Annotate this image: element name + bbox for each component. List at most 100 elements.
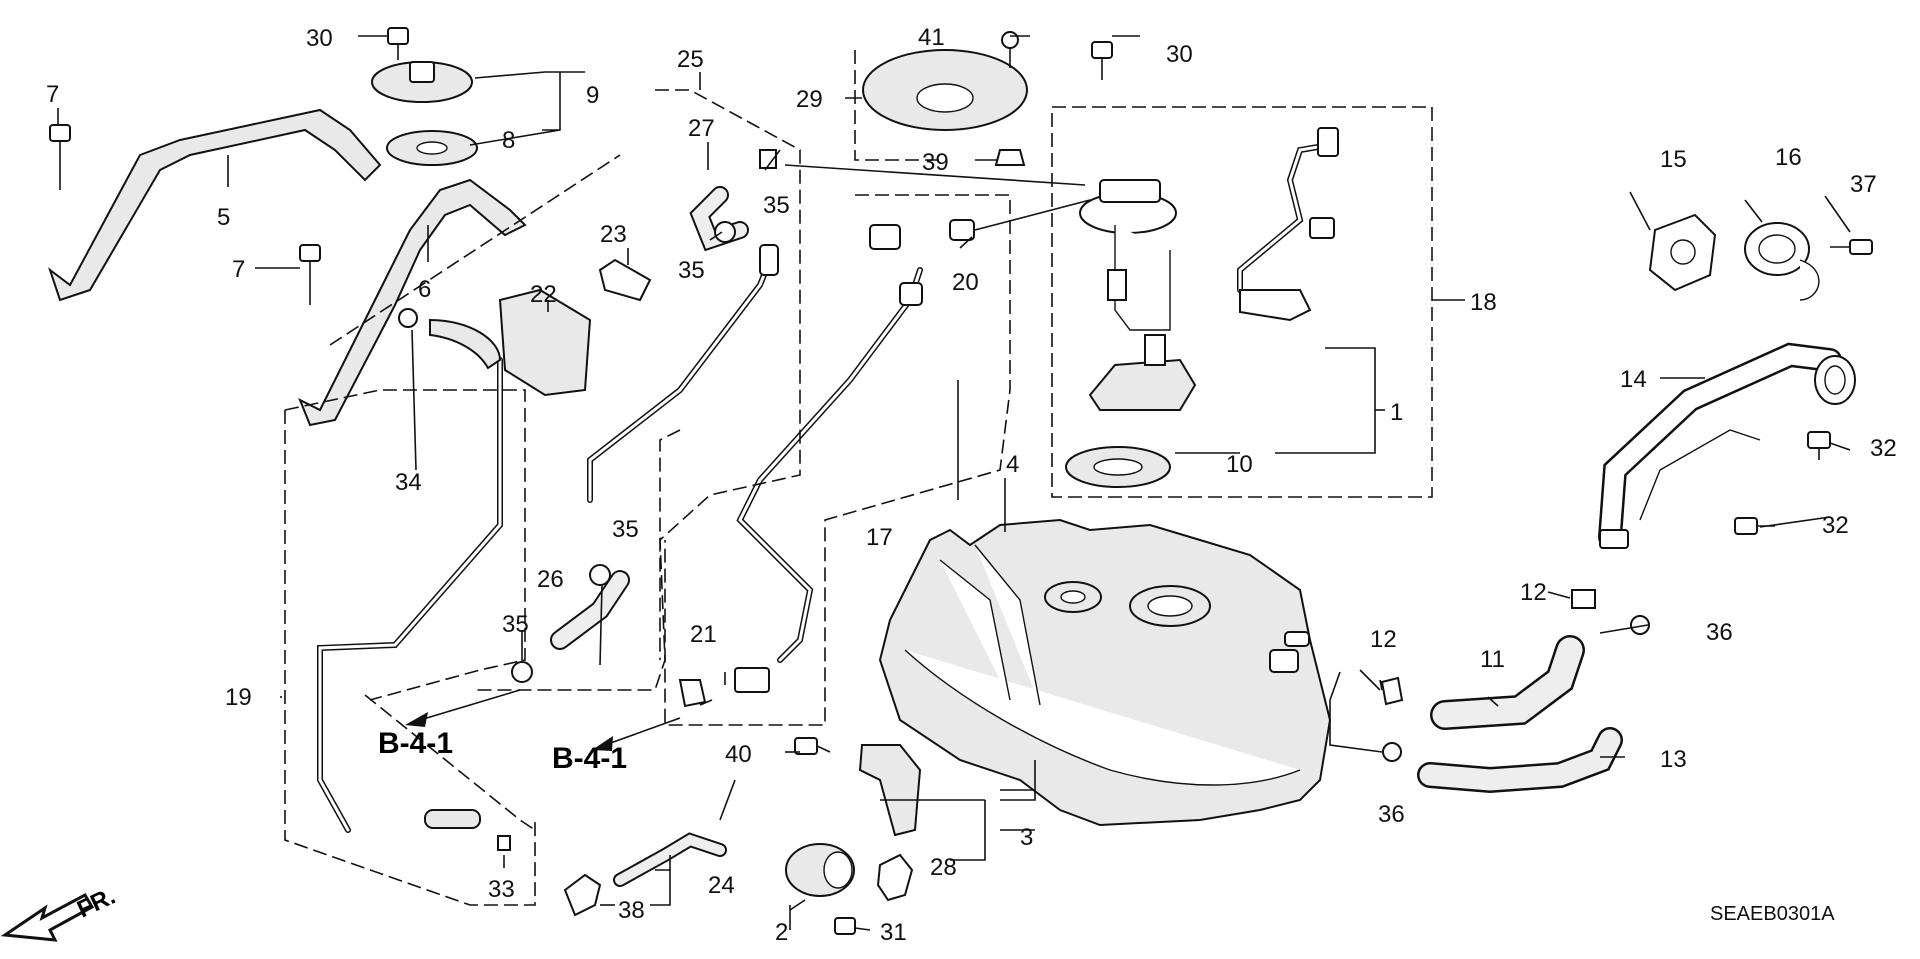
callout-7a: 7 — [46, 81, 59, 108]
bracket-3[interactable] — [858, 744, 922, 837]
clip-33-icon — [497, 835, 511, 851]
fuel-pump-cover-29[interactable] — [862, 49, 1028, 131]
callout-21: 21 — [690, 621, 717, 648]
callout-17: 17 — [866, 524, 893, 551]
callout-10: 10 — [1226, 451, 1253, 478]
callout-36a: 36 — [1706, 619, 1733, 646]
callout-8: 8 — [502, 127, 515, 154]
fuel-level-sender[interactable] — [1237, 127, 1339, 322]
fuel-tank-strap-5[interactable] — [48, 108, 382, 302]
callout-19: 19 — [225, 684, 252, 711]
callout-13: 13 — [1660, 746, 1687, 773]
callout-35b: 35 — [678, 257, 705, 284]
filler-lid-base[interactable] — [1648, 213, 1717, 292]
callout-29: 29 — [796, 86, 823, 113]
section-ref-b41-left: B-4-1 — [378, 727, 453, 760]
valve-28[interactable] — [876, 853, 914, 902]
callout-32b: 32 — [1822, 512, 1849, 539]
vent-tube-19[interactable] — [317, 318, 503, 833]
clip-36b-icon — [1382, 742, 1402, 762]
callout-31: 31 — [880, 919, 907, 946]
front-direction-label: FR. — [73, 883, 119, 924]
vent-pipe-17[interactable] — [734, 224, 923, 693]
callout-20: 20 — [952, 269, 979, 296]
callout-34: 34 — [395, 469, 422, 496]
section-ref-arrow-a — [405, 689, 521, 727]
hose-11[interactable] — [1430, 635, 1585, 730]
callout-7b: 7 — [232, 256, 245, 283]
callout-24: 24 — [708, 872, 735, 899]
bolt-32a-icon — [1807, 431, 1831, 460]
strap-mount-9[interactable] — [371, 61, 473, 103]
pump-packing-ring[interactable] — [1065, 446, 1171, 488]
bolt-7b-icon — [299, 244, 321, 305]
bolt-30b-icon — [1091, 41, 1113, 80]
bolt-30a-icon — [387, 27, 409, 60]
callout-39: 39 — [922, 149, 949, 176]
callout-28: 28 — [930, 854, 957, 881]
callout-33: 33 — [488, 876, 515, 903]
bracket-22[interactable] — [498, 288, 592, 397]
fuel-filler-cap[interactable] — [1744, 222, 1820, 301]
fuel-tank[interactable] — [878, 518, 1332, 827]
callout-32a: 32 — [1870, 435, 1897, 462]
group-frames — [284, 50, 1011, 906]
clip-12a-icon — [1380, 676, 1404, 706]
callout-18: 18 — [1470, 289, 1497, 316]
fuel-tank-strap-6[interactable] — [298, 178, 527, 427]
bolt-7a-icon — [49, 124, 71, 190]
callout-1: 1 — [1390, 399, 1403, 426]
callout-6: 6 — [418, 276, 431, 303]
callout-37: 37 — [1850, 171, 1877, 198]
callout-labels: 7 5 7 6 30 9 8 23 22 25 27 35 35 29 41 3… — [46, 24, 1897, 946]
clip-35a-icon — [759, 149, 777, 169]
bolt-40-icon — [794, 737, 831, 755]
clip-20-icon — [949, 219, 975, 241]
section-ref-b41-right: B-4-1 — [552, 742, 627, 775]
clip-39-icon — [994, 149, 1026, 166]
callout-12b: 12 — [1370, 626, 1397, 653]
hose-24[interactable] — [613, 832, 727, 887]
clip-35b-icon — [714, 221, 736, 243]
callout-38: 38 — [618, 897, 645, 924]
clip-35d-icon — [511, 661, 533, 683]
callout-35c: 35 — [612, 516, 639, 543]
hose-26[interactable] — [550, 570, 630, 650]
hose-13[interactable] — [1417, 727, 1623, 794]
callout-30b: 30 — [1166, 41, 1193, 68]
clip-21-icon — [678, 679, 707, 708]
callout-27: 27 — [688, 115, 715, 142]
callout-23: 23 — [600, 221, 627, 248]
callout-22: 22 — [530, 281, 557, 308]
leader-lines — [57, 35, 1851, 931]
connector-38[interactable] — [563, 873, 602, 917]
callout-15: 15 — [1660, 146, 1687, 173]
front-direction-arrow-icon — [0, 892, 95, 942]
callout-16: 16 — [1775, 144, 1802, 171]
fuel-pump-module[interactable] — [1079, 179, 1197, 411]
clip-34-icon — [398, 308, 418, 328]
vent-pipe-25[interactable] — [587, 244, 779, 503]
fuel-filler-neck[interactable] — [1598, 342, 1856, 549]
callout-9: 9 — [586, 82, 599, 109]
strap-mount-8[interactable] — [386, 130, 478, 166]
callout-2: 2 — [775, 919, 788, 946]
callout-5: 5 — [217, 204, 230, 231]
diagram-code: SEAEB0301A — [1710, 903, 1835, 925]
canister-2[interactable] — [785, 843, 855, 897]
bolt-37-icon — [1830, 239, 1873, 255]
callout-41: 41 — [918, 24, 945, 51]
clip-35c-icon — [589, 564, 611, 586]
callout-30a: 30 — [306, 25, 333, 52]
clip-23[interactable] — [598, 258, 652, 302]
callout-36b: 36 — [1378, 801, 1405, 828]
bolt-31-icon — [834, 917, 856, 935]
callout-40: 40 — [725, 741, 752, 768]
callout-25: 25 — [677, 46, 704, 73]
fuel-pump-assembly-frame — [1051, 106, 1433, 498]
clip-36a-icon — [1630, 615, 1650, 635]
callout-14: 14 — [1620, 366, 1647, 393]
callout-35d: 35 — [502, 611, 529, 638]
